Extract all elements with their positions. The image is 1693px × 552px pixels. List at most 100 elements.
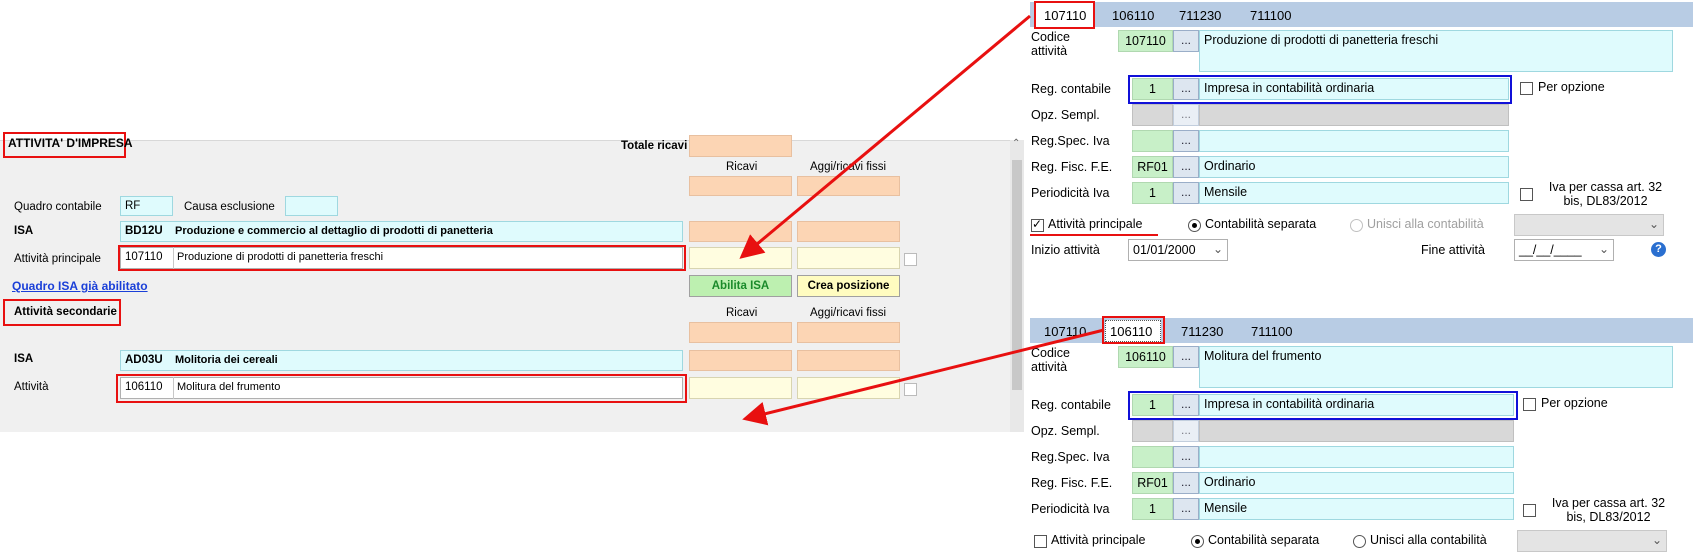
isa2-aggi-field[interactable] (797, 350, 900, 371)
bottom-opz-sempl-field (1132, 420, 1173, 442)
attivita-principale-label: Attività principale (14, 253, 101, 265)
bottom-tab-highlight (1102, 316, 1165, 344)
isa-label: ISA (14, 225, 34, 237)
bottom-tab-3[interactable]: 711230 (1181, 324, 1224, 339)
top-iva-cassa-checkbox[interactable] (1520, 188, 1533, 201)
bottom-unisci-combo: ⌄ (1517, 530, 1667, 552)
top-tab-1[interactable]: 107110 (1044, 8, 1087, 23)
bottom-reg-fisc-code[interactable]: RF01 (1132, 472, 1173, 494)
bottom-contabilita-separata-label: Contabilità separata (1208, 533, 1320, 547)
attivita-aggi[interactable] (797, 377, 900, 399)
top-reg-contabile-code[interactable]: 1 (1132, 78, 1173, 100)
aggi-header-2: Aggi/ricavi fissi (810, 307, 887, 319)
top-reg-contabile-desc: Impresa in contabilità ordinaria (1199, 78, 1509, 100)
attivita-checkbox[interactable] (904, 383, 917, 396)
bottom-per-opzione-checkbox[interactable] (1523, 398, 1536, 411)
top-contabilita-separata-radio[interactable] (1188, 219, 1201, 232)
isa2-ricavi-field[interactable] (689, 350, 792, 371)
bottom-attivita-principale-checkbox[interactable] (1034, 535, 1047, 548)
secondarie-title-highlight (3, 299, 121, 326)
abilita-isa-button[interactable]: Abilita ISA (689, 275, 792, 297)
top-periodicita-lookup[interactable]: ... (1173, 182, 1199, 204)
top-tab-4[interactable]: 711100 (1250, 8, 1292, 23)
top-inizio-date[interactable]: 01/01/2000 ⌄ (1128, 239, 1228, 261)
bottom-contabilita-separata-radio[interactable] (1191, 535, 1204, 548)
attivita-principale-desc: Produzione di prodotti di panetteria fre… (177, 251, 384, 263)
attivita-field[interactable]: 106110 Molitura del frumento (120, 377, 683, 399)
top-opz-sempl-field (1132, 104, 1173, 126)
bottom-reg-contabile-code[interactable]: 1 (1132, 394, 1173, 416)
top-tab-3[interactable]: 711230 (1179, 8, 1222, 23)
bottom-codice-label: Codice attività (1031, 346, 1070, 374)
bottom-periodicita-code[interactable]: 1 (1132, 498, 1173, 520)
totale-ricavi-label: Totale ricavi (621, 140, 688, 152)
isa-ricavi-field[interactable] (689, 221, 792, 242)
top-codice-lookup[interactable]: ... (1173, 30, 1199, 52)
top-reg-contabile-highlight (1128, 75, 1512, 104)
bottom-codice-lookup[interactable]: ... (1173, 346, 1199, 368)
vertical-scrollbar[interactable]: ⌃ (1010, 138, 1024, 432)
bottom-codice-code[interactable]: 106110 (1118, 346, 1173, 368)
bottom-tab-1[interactable]: 107110 (1044, 324, 1087, 339)
check-icon: ✓ (1032, 217, 1043, 231)
aggi-field-2[interactable] (797, 322, 900, 343)
bottom-periodicita-lookup[interactable]: ... (1173, 498, 1199, 520)
quadro-contabile-value: RF (125, 200, 141, 212)
attivita-principale-aggi[interactable] (797, 247, 900, 269)
scroll-thumb[interactable] (1012, 160, 1022, 390)
bottom-iva-cassa-checkbox[interactable] (1523, 504, 1536, 517)
bottom-reg-spec-iva-label: Reg.Spec. Iva (1031, 450, 1110, 464)
bottom-reg-spec-iva-code[interactable] (1132, 446, 1173, 468)
bottom-unisci-radio[interactable] (1353, 535, 1366, 548)
isa-field[interactable]: BD12U Produzione e commercio al dettagli… (120, 221, 683, 242)
top-reg-spec-iva-code[interactable] (1132, 130, 1173, 152)
attivita-principale-checkbox[interactable] (904, 253, 917, 266)
top-periodicita-code[interactable]: 1 (1132, 182, 1173, 204)
bottom-reg-contabile-lookup[interactable]: ... (1173, 394, 1199, 416)
isa2-field[interactable]: AD03U Molitoria dei cereali (120, 350, 683, 371)
causa-esclusione-field[interactable] (285, 196, 338, 216)
top-reg-contabile-lookup[interactable]: ... (1173, 78, 1199, 100)
bottom-reg-fisc-lookup[interactable]: ... (1173, 472, 1199, 494)
top-attivita-principale-checkbox[interactable]: ✓ (1031, 217, 1044, 232)
top-reg-spec-iva-lookup[interactable]: ... (1173, 130, 1199, 152)
attivita-highlight (116, 374, 687, 403)
top-unisci-combo: ⌄ (1514, 214, 1664, 236)
ricavi-field-1[interactable] (689, 176, 792, 196)
ricavi-header-2: Ricavi (726, 307, 758, 319)
causa-esclusione-label: Causa esclusione (184, 201, 275, 213)
attivita-desc: Molitura del frumento (177, 381, 281, 393)
bottom-reg-spec-iva-lookup[interactable]: ... (1173, 446, 1199, 468)
crea-posizione-button[interactable]: Crea posizione (797, 275, 900, 297)
secondarie-title: Attività secondarie (14, 306, 117, 318)
chevron-down-icon: ⌄ (1651, 533, 1662, 547)
bottom-tab-4[interactable]: 711100 (1251, 324, 1293, 339)
top-codice-code[interactable]: 107110 (1118, 30, 1173, 52)
quadro-isa-link[interactable]: Quadro ISA già abilitato (12, 279, 148, 293)
attivita-ricavi[interactable] (689, 377, 792, 399)
top-reg-fisc-label: Reg. Fisc. F.E. (1031, 160, 1113, 174)
bottom-reg-contabile-desc: Impresa in contabilità ordinaria (1199, 394, 1514, 416)
scroll-up-icon[interactable]: ⌃ (1012, 138, 1021, 149)
isa-desc: Produzione e commercio al dettaglio di p… (175, 225, 493, 237)
aggi-field-1[interactable] (797, 176, 900, 196)
top-attivita-principale-label: Attività principale (1048, 217, 1143, 231)
bottom-iva-cassa-label: Iva per cassa art. 32 bis, DL83/2012 (1551, 496, 1666, 524)
top-codice-desc: Produzione di prodotti di panetteria fre… (1199, 30, 1673, 72)
help-icon[interactable]: ? (1651, 242, 1666, 257)
attivita-principale-ricavi[interactable] (689, 247, 792, 269)
attivita-principale-field[interactable]: 107110 Produzione di prodotti di panette… (120, 247, 683, 269)
totale-ricavi-field[interactable] (689, 135, 792, 157)
top-tab-2[interactable]: 106110 (1112, 8, 1155, 23)
field-divider (173, 247, 174, 269)
top-reg-fisc-code[interactable]: RF01 (1132, 156, 1173, 178)
isa-aggi-field[interactable] (797, 221, 900, 242)
bottom-tab-2[interactable]: 106110 (1110, 324, 1153, 339)
top-fine-date[interactable]: __/__/____ ⌄ (1514, 239, 1614, 261)
ricavi-field-2[interactable] (689, 322, 792, 343)
top-per-opzione-checkbox[interactable] (1520, 82, 1533, 95)
top-opz-sempl-desc (1199, 104, 1509, 126)
isa2-label: ISA (14, 353, 34, 365)
quadro-contabile-field[interactable]: RF (120, 196, 173, 216)
top-reg-fisc-lookup[interactable]: ... (1173, 156, 1199, 178)
